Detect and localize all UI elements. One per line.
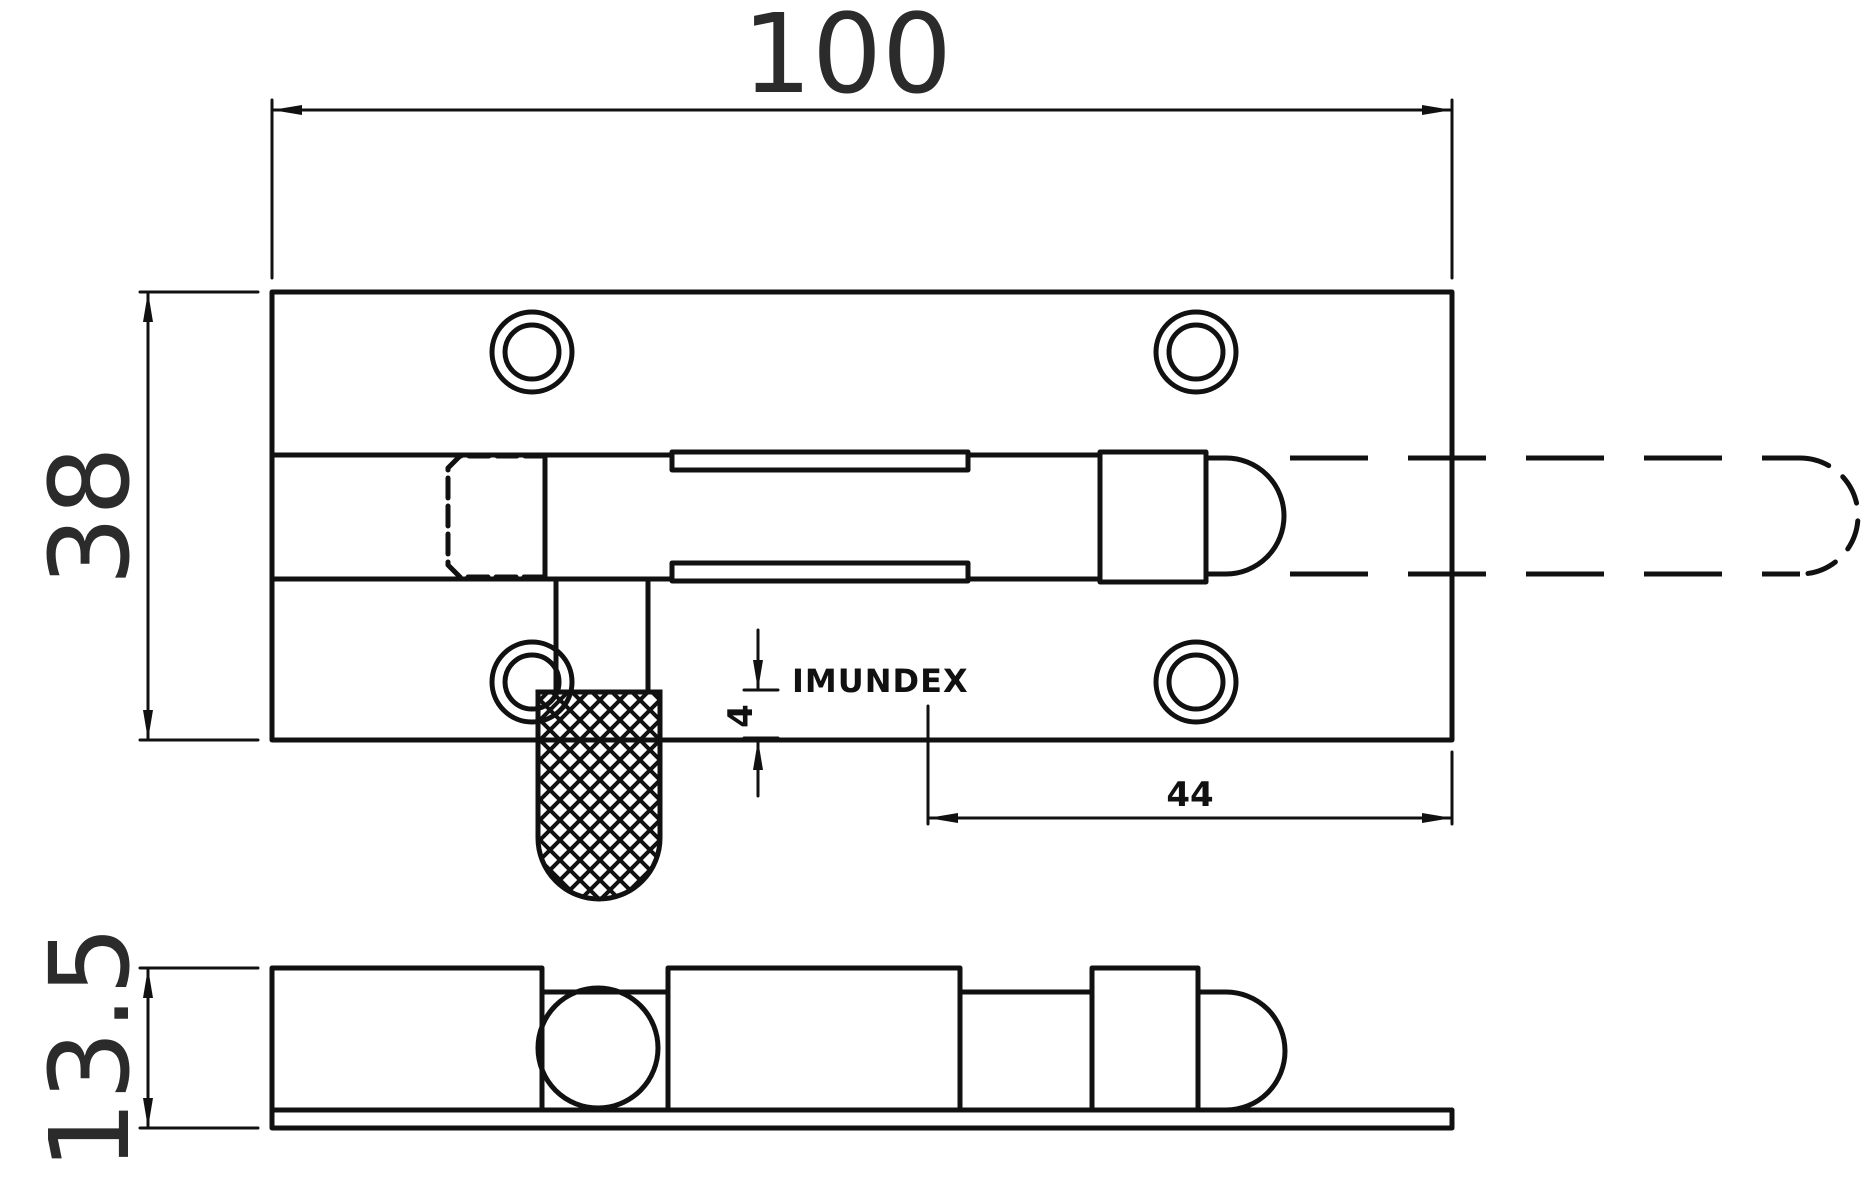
side-block-keeper (1089, 965, 1201, 1113)
dimension-plate-height: 38 (26, 290, 260, 742)
dimension-profile-height: 13.5 (26, 926, 260, 1171)
dimension-overall-length-label: 100 (742, 0, 952, 118)
dimension-knob-offset-label: 44 (1166, 775, 1213, 815)
screw-hole-top-right (1153, 309, 1239, 395)
dimension-plate-height-label: 38 (26, 446, 154, 586)
dimension-text-height-label: 4 (721, 704, 761, 728)
bolt-head (1203, 455, 1287, 577)
bolt-extended-tip (1797, 455, 1861, 577)
screw-hole-bottom-left (489, 639, 575, 725)
screw-hole-top-left (489, 309, 575, 395)
screw-hole-bottom-right (1153, 639, 1239, 725)
guide-slot-bottom (669, 560, 971, 584)
side-block-middle (665, 965, 963, 1113)
side-bolt-head (1195, 989, 1288, 1113)
side-view: 13.5 (26, 926, 1455, 1171)
side-knob (535, 985, 661, 1111)
dimension-text-height: 4 (721, 628, 780, 798)
bolt-keeper-block (1097, 449, 1209, 585)
dimension-knob-offset: 44 (926, 704, 1454, 826)
dimension-overall-length: 100 (270, 0, 1454, 280)
dimension-profile-height-label: 13.5 (26, 926, 154, 1171)
side-block-left (269, 965, 545, 1113)
knurled-knob (535, 689, 663, 902)
side-base-strip (269, 1107, 1455, 1131)
brand-mark: IMUNDEX (792, 662, 969, 700)
front-view: IMUNDEX 4 44 (269, 289, 1861, 902)
bolt-tail-hidden (445, 453, 548, 580)
guide-slot-top (669, 449, 971, 473)
base-plate (269, 289, 1455, 743)
